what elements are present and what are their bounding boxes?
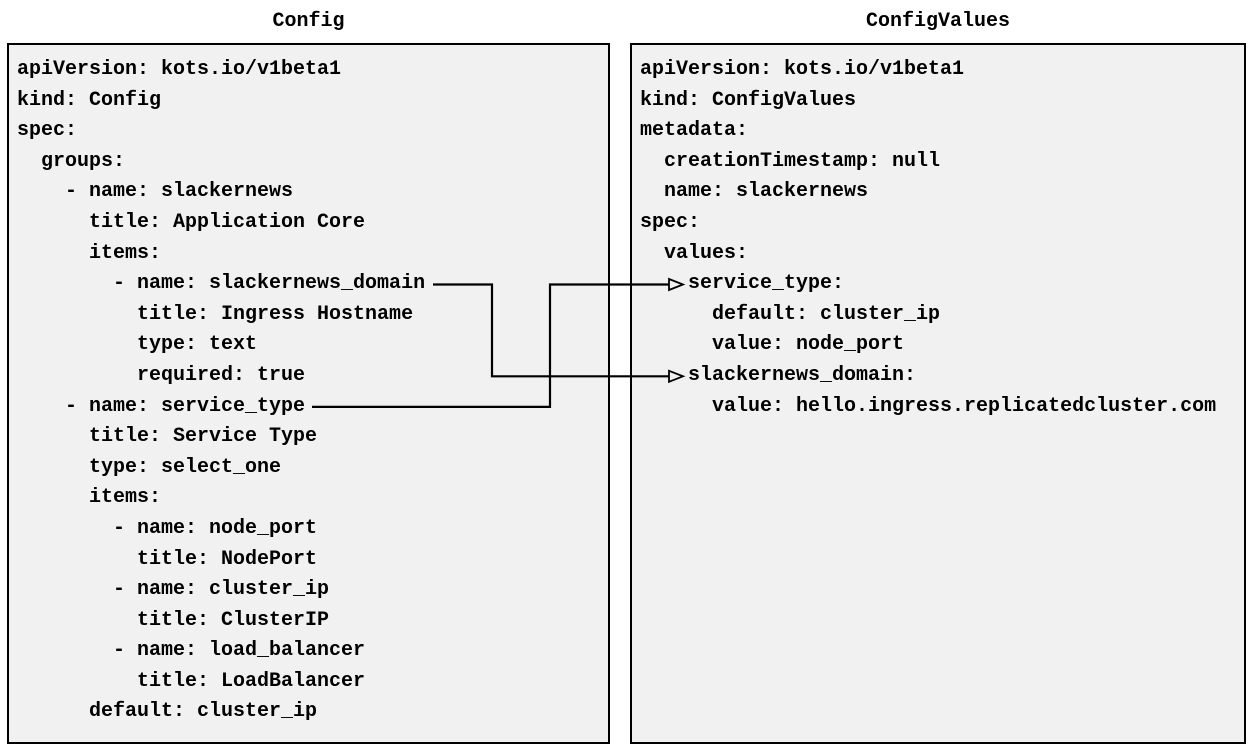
config-yaml-code: apiVersion: kots.io/v1beta1 kind: Config… bbox=[17, 58, 426, 724]
configvalues-code-box: apiVersion: kots.io/v1beta1 kind: Config… bbox=[630, 43, 1246, 744]
config-panel-title: Config bbox=[272, 10, 345, 33]
configvalues-yaml-code: apiVersion: kots.io/v1beta1 kind: Config… bbox=[640, 58, 1217, 418]
config-code-box: apiVersion: kots.io/v1beta1 kind: Config… bbox=[7, 43, 610, 744]
configvalues-panel-title: ConfigValues bbox=[865, 10, 1011, 33]
